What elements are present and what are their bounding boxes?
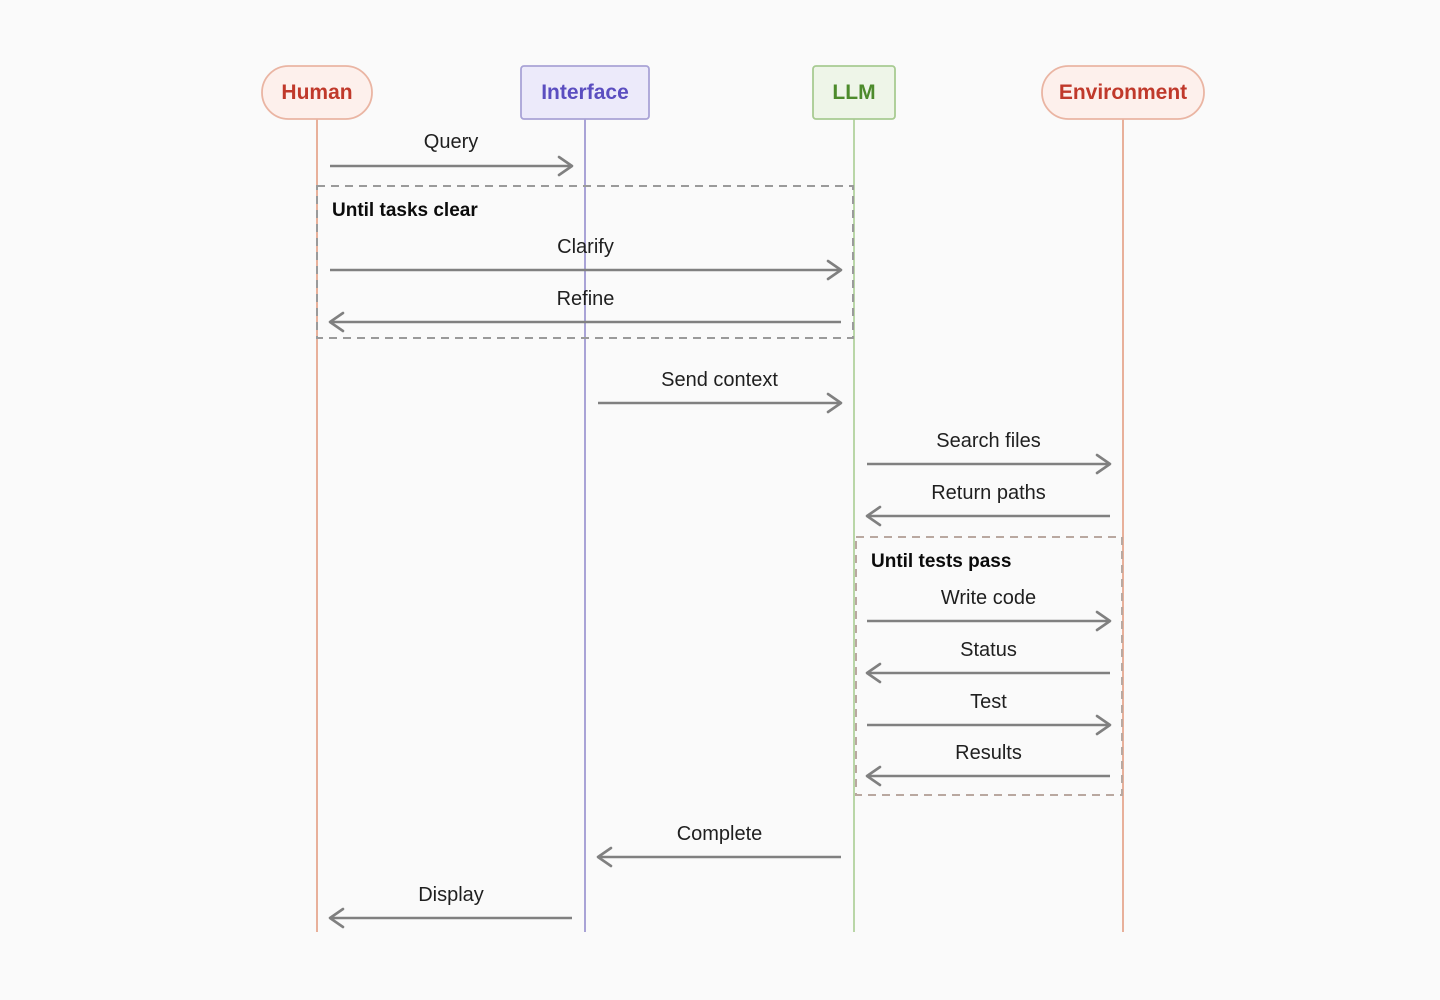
loop-frame-until-tasks-clear: Until tasks clear [316,185,854,339]
message-label-return-paths: Return paths [931,482,1046,504]
message-arrowhead-display [328,907,345,929]
loop-frame-until-tests-pass: Until tests pass [855,536,1123,796]
message-arrowhead-test [1095,714,1112,736]
message-label-send-context: Send context [661,369,778,391]
message-label-write-code: Write code [941,587,1036,609]
participant-interface[interactable]: Interface [520,65,650,120]
participant-box-interface[interactable] [520,65,650,120]
participant-box-human[interactable] [261,65,373,120]
participant-label-environment: Environment [1059,81,1187,104]
message-display: Display [328,884,572,929]
message-arrowhead-write-code [1095,610,1112,632]
message-complete: Complete [596,823,841,868]
message-arrowhead-results [865,765,882,787]
message-arrowhead-return-paths [865,505,882,527]
message-return-paths: Return paths [865,482,1110,527]
participant-label-interface: Interface [541,81,629,104]
message-status: Status [865,639,1110,684]
message-label-complete: Complete [677,823,763,845]
participant-label-llm: LLM [832,81,875,104]
message-arrowhead-send-context [826,392,843,414]
participants-group: Human Interface LLM Environment [261,65,1205,120]
message-arrowhead-complete [596,846,613,868]
participant-box-llm[interactable] [812,65,896,120]
message-test: Test [867,691,1112,736]
loop-box-until-tasks-clear [316,185,854,339]
message-write-code: Write code [867,587,1112,632]
message-label-status: Status [960,639,1017,661]
message-send-context: Send context [598,369,843,414]
participant-human[interactable]: Human [261,65,373,120]
loop-box-until-tests-pass [855,536,1123,796]
participant-box-environment[interactable] [1041,65,1205,120]
message-arrowhead-search-files [1095,453,1112,475]
message-search-files: Search files [867,430,1112,475]
message-label-test: Test [970,691,1007,713]
message-label-query: Query [424,131,478,153]
message-label-search-files: Search files [936,430,1041,452]
loop-title-until-tests-pass: Until tests pass [871,551,1011,572]
loop-title-until-tasks-clear: Until tasks clear [332,200,478,221]
message-label-refine: Refine [557,288,615,310]
message-arrowhead-query [557,155,574,177]
message-label-display: Display [418,884,484,906]
participant-label-human: Human [281,81,352,104]
message-arrowhead-clarify [826,259,843,281]
message-arrowhead-refine [328,311,345,333]
message-label-clarify: Clarify [557,236,614,258]
message-clarify: Clarify [330,236,843,281]
message-query: Query [330,131,574,177]
message-refine: Refine [328,288,841,333]
participant-llm[interactable]: LLM [812,65,896,120]
participant-environment[interactable]: Environment [1041,65,1205,120]
message-results: Results [865,742,1110,787]
message-label-results: Results [955,742,1022,764]
message-arrowhead-status [865,662,882,684]
